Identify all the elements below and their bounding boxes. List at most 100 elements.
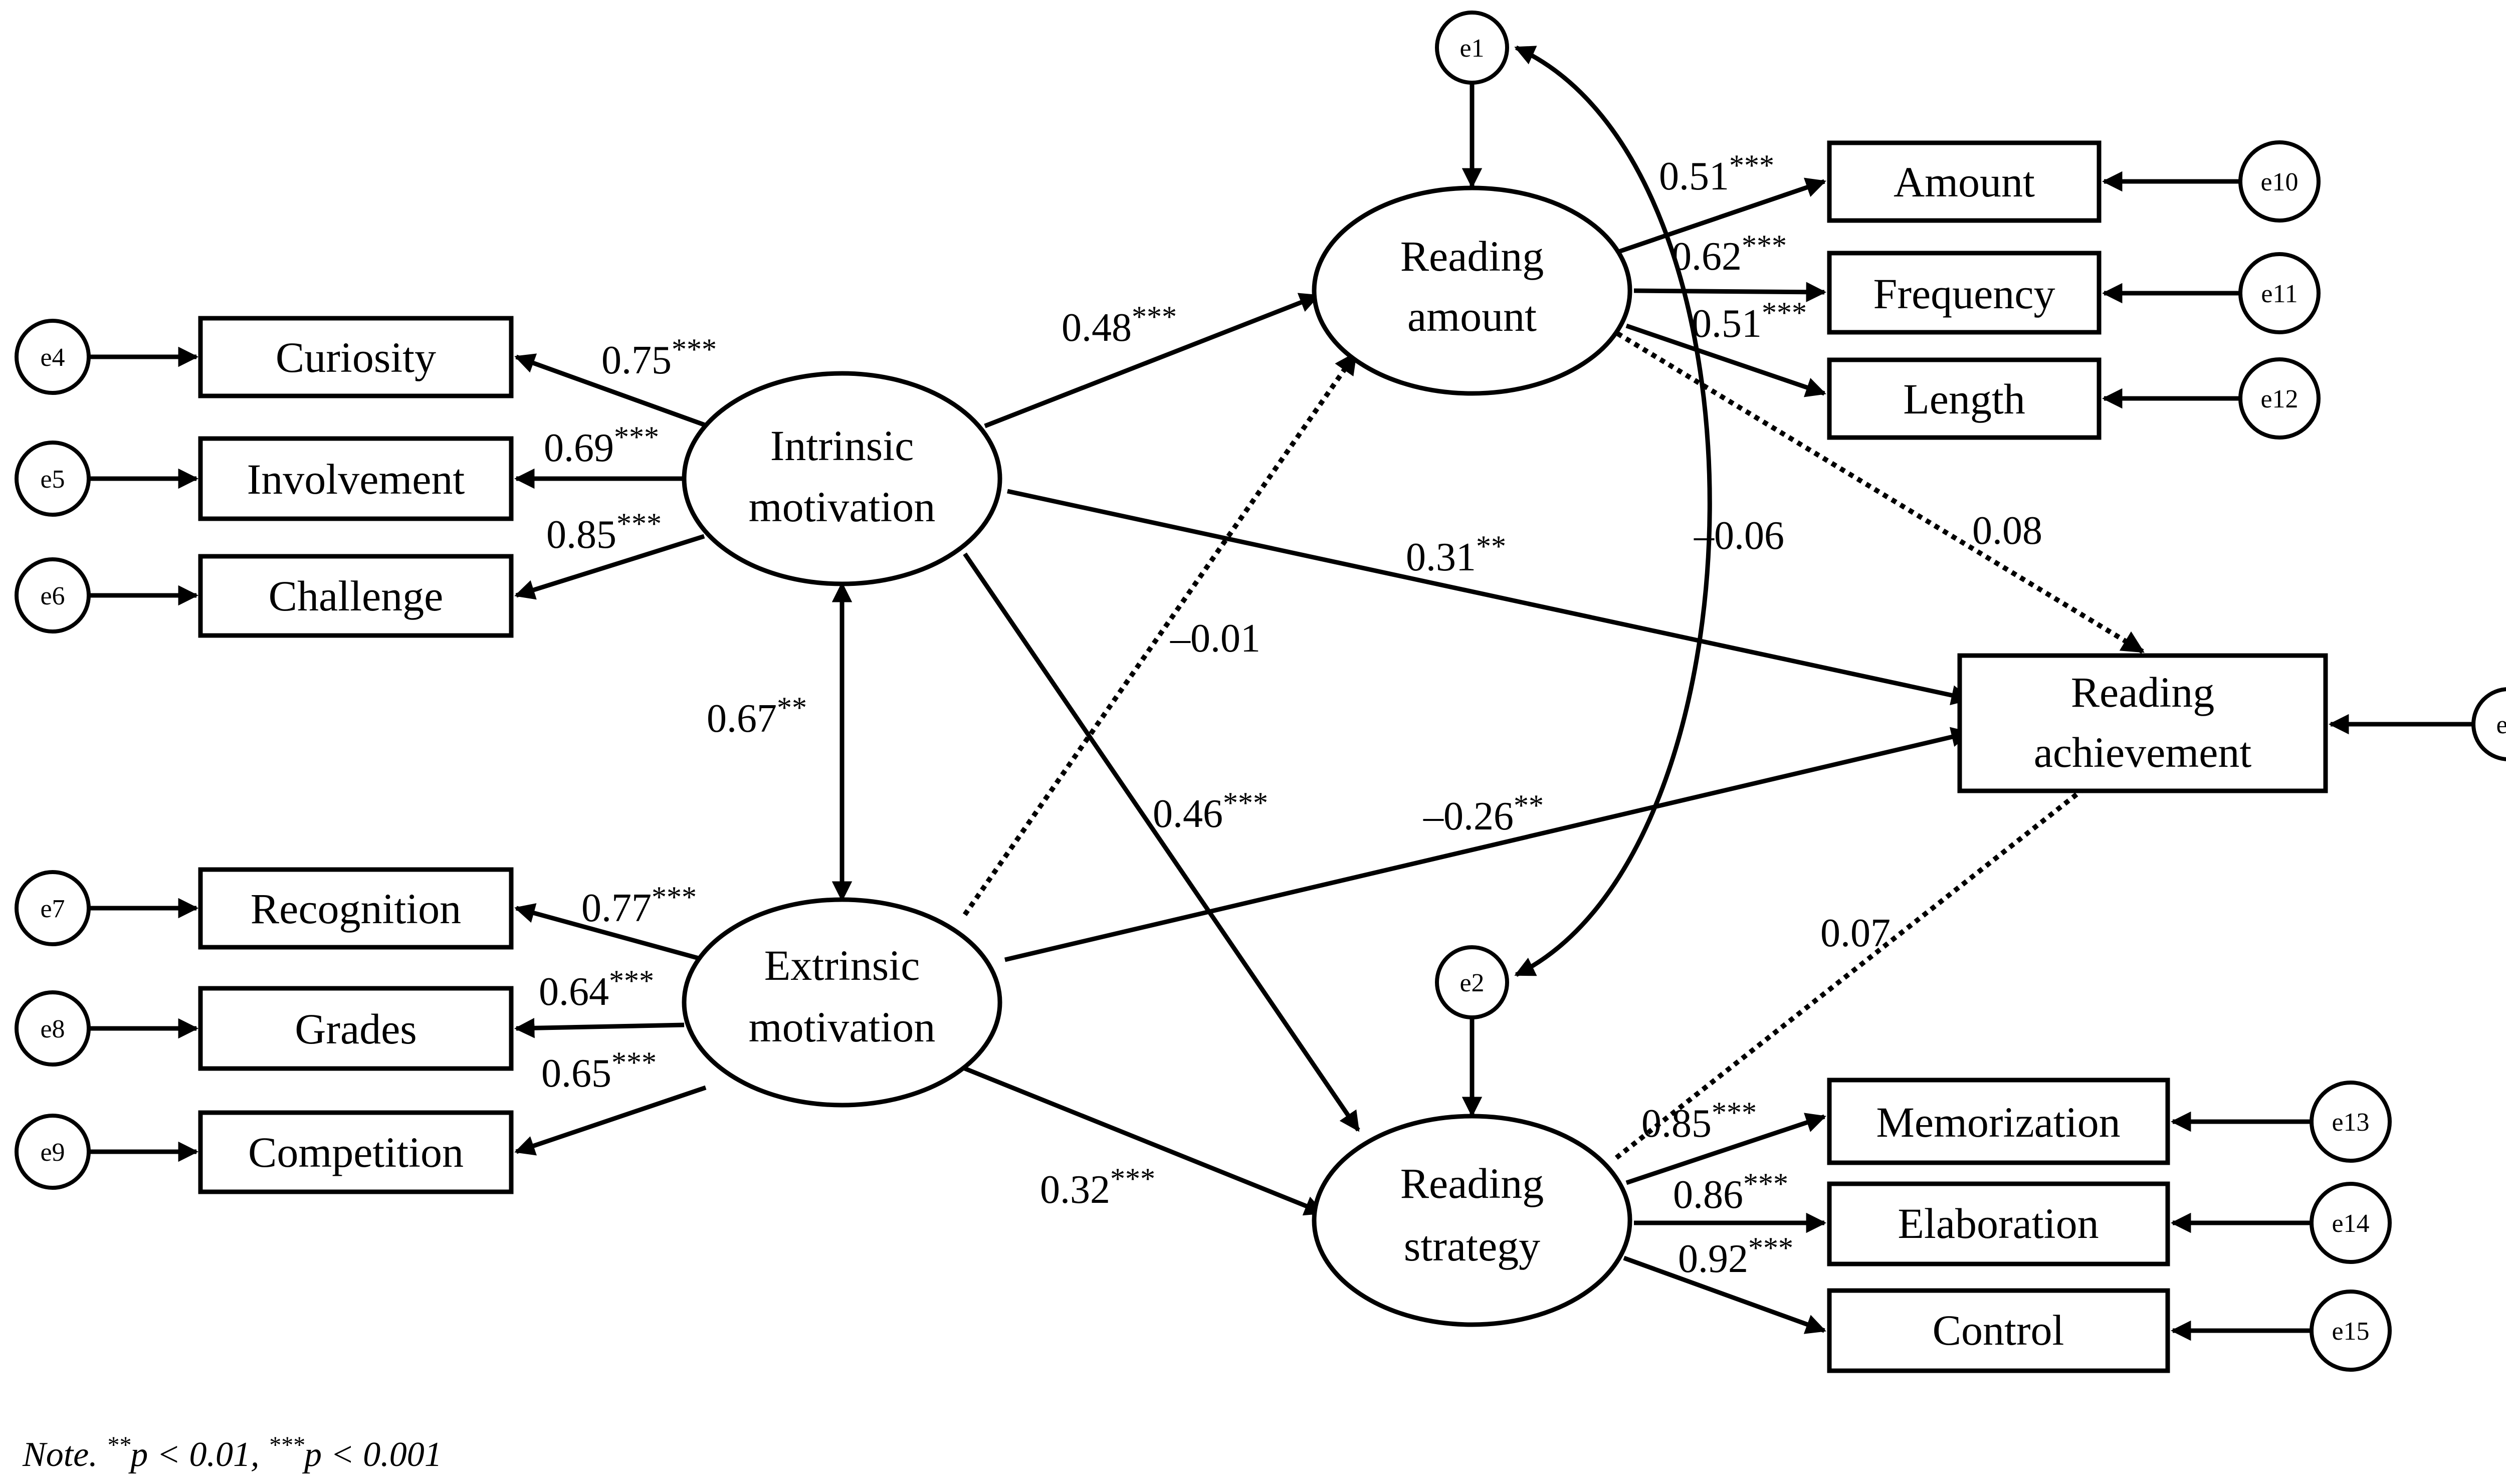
latent-amount-line2: amount xyxy=(1407,292,1537,340)
indicator-frequency-label: Frequency xyxy=(1873,270,2055,318)
outcome-achievement-line2: achievement xyxy=(2034,728,2252,776)
coef-involvement: 0.69*** xyxy=(544,420,659,470)
coef-length: 0.51*** xyxy=(1692,296,1807,346)
coef-im-strategy: 0.46*** xyxy=(1153,786,1268,836)
latent-extrinsic-line2: motivation xyxy=(749,1003,936,1051)
path-im-curiosity xyxy=(514,353,709,429)
error-e5: e5 xyxy=(15,441,91,517)
error-e12: e12 xyxy=(2238,357,2321,440)
latent-extrinsic: Extrinsic motivation xyxy=(682,897,1002,1108)
path-strategy-control xyxy=(1623,1255,1826,1334)
indicator-recognition: Recognition xyxy=(198,867,514,950)
path-em-amount[interactable] xyxy=(962,351,1358,916)
error-e15-label: e15 xyxy=(2332,1317,2369,1346)
path-amount-amountind xyxy=(1618,177,1826,254)
coefficient-labels: 0.75*** 0.69*** 0.85*** 0.77*** 0.64*** … xyxy=(539,149,2042,1281)
latent-reading-strategy: Reading strategy xyxy=(1312,1114,1632,1327)
error-e11-label: e11 xyxy=(2261,280,2298,308)
coef-amount-achievement: 0.08 xyxy=(1972,509,2042,553)
error-e11: e11 xyxy=(2238,252,2321,334)
indicator-memorization-label: Memorization xyxy=(1876,1098,2120,1146)
error-e3-label: e3 xyxy=(2496,711,2506,739)
error-e9-label: e9 xyxy=(40,1138,65,1167)
footnote: Note. **p < 0.01, ***p < 0.001 xyxy=(22,1432,442,1474)
outcome-achievement-line1: Reading xyxy=(2071,668,2215,716)
indicator-curiosity-label: Curiosity xyxy=(276,333,436,381)
coef-im-em: 0.67** xyxy=(707,691,807,741)
latent-intrinsic-line1: Intrinsic xyxy=(770,421,914,470)
latent-reading-amount: Reading amount xyxy=(1312,185,1632,396)
indicator-memorization: Memorization xyxy=(1827,1078,2170,1165)
path-em-recognition xyxy=(514,903,705,962)
error-e8: e8 xyxy=(15,990,91,1067)
path-im-amount xyxy=(984,293,1320,429)
indicator-amount-label: Amount xyxy=(1894,158,2035,206)
coef-competition: 0.65*** xyxy=(541,1046,657,1096)
coef-recognition: 0.77*** xyxy=(581,881,697,930)
path-amount-frequency xyxy=(1633,282,1827,302)
error-e5-label: e5 xyxy=(40,465,65,494)
indicator-involvement: Involvement xyxy=(198,436,514,521)
indicator-involvement-label: Involvement xyxy=(247,455,465,503)
error-e13-label: e13 xyxy=(2332,1108,2369,1137)
paths xyxy=(90,45,2476,1341)
latent-amount-line1: Reading xyxy=(1400,232,1544,280)
coef-grades: 0.64*** xyxy=(539,964,654,1014)
latent-strategy-line1: Reading xyxy=(1400,1159,1544,1207)
indicator-grades-label: Grades xyxy=(295,1005,417,1053)
indicator-competition: Competition xyxy=(198,1110,514,1194)
indicator-length-label: Length xyxy=(1903,375,2025,423)
latent-strategy-line2: strategy xyxy=(1404,1222,1540,1270)
coef-em-achievement: –0.26** xyxy=(1423,789,1544,838)
coef-curiosity: 0.75*** xyxy=(601,333,717,382)
error-circles: e1 e2 e3 e4 e5 e6 e7 e8 xyxy=(15,11,2506,1372)
coef-memorization: 0.85*** xyxy=(1641,1096,1757,1146)
coef-im-achievement: 0.31** xyxy=(1406,530,1506,579)
indicator-elaboration: Elaboration xyxy=(1827,1181,2170,1266)
path-e1-e2-covariance xyxy=(1514,45,1712,977)
indicator-control: Control xyxy=(1827,1288,2170,1373)
path-em-strategy xyxy=(961,1065,1325,1216)
path-im-achievement xyxy=(1007,489,1972,706)
path-em-achievement xyxy=(1004,727,1972,962)
path-amount-achievement xyxy=(1607,326,2145,654)
error-e6-label: e6 xyxy=(40,582,65,610)
coef-strategy-achievement: 0.07 xyxy=(1820,911,1891,955)
path-amount-length xyxy=(1625,323,1826,397)
outcome-reading-achievement: Reading achievement xyxy=(1957,653,2328,793)
error-e1: e1 xyxy=(1435,11,1509,85)
path-im-strategy xyxy=(963,552,1360,1132)
error-e2-label: e2 xyxy=(1459,969,1484,997)
error-e9: e9 xyxy=(15,1114,91,1190)
error-e13: e13 xyxy=(2310,1081,2392,1163)
indicator-curiosity: Curiosity xyxy=(198,316,514,398)
path-im-challenge xyxy=(514,534,705,600)
coef-control: 0.92*** xyxy=(1678,1231,1793,1281)
path-em-grades xyxy=(514,1017,685,1038)
error-e14: e14 xyxy=(2310,1182,2392,1264)
error-e8-label: e8 xyxy=(40,1015,65,1043)
indicator-grades: Grades xyxy=(198,986,514,1071)
indicator-challenge-label: Challenge xyxy=(269,572,444,620)
error-e4-label: e4 xyxy=(40,343,65,372)
coef-e1-e2: –0.06 xyxy=(1694,514,1784,558)
path-em-competition xyxy=(514,1085,707,1156)
coef-elaboration: 0.86*** xyxy=(1673,1167,1788,1217)
coef-em-strategy: 0.32*** xyxy=(1040,1162,1155,1212)
error-e3: e3 xyxy=(2471,687,2506,761)
error-e7: e7 xyxy=(15,870,91,946)
error-e10-label: e10 xyxy=(2260,168,2298,196)
error-e1-label: e1 xyxy=(1459,34,1484,63)
error-e7-label: e7 xyxy=(40,895,65,923)
indicator-length: Length xyxy=(1827,357,2102,440)
indicator-frequency: Frequency xyxy=(1827,251,2102,335)
indicator-recognition-label: Recognition xyxy=(251,885,461,933)
path-strategy-achievement xyxy=(1614,742,2142,1160)
indicator-elaboration-label: Elaboration xyxy=(1898,1199,2099,1247)
error-e12-label: e12 xyxy=(2260,385,2298,413)
coef-im-amount: 0.48*** xyxy=(1062,300,1177,350)
coef-frequency: 0.62*** xyxy=(1672,229,1787,279)
indicator-control-label: Control xyxy=(1933,1306,2064,1354)
error-e6: e6 xyxy=(15,557,91,633)
